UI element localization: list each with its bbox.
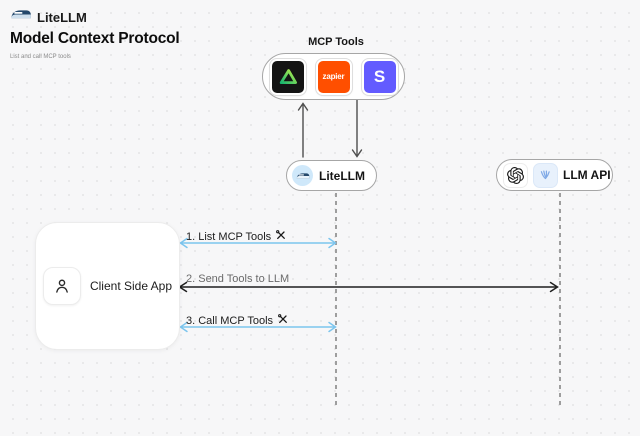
litellm-circle-icon: [292, 165, 313, 186]
message-send-tools-to-llm: 2. Send Tools to LLM: [186, 273, 289, 285]
zapier-wordmark: zapier: [322, 72, 345, 81]
green-triangle-icon: [269, 58, 306, 95]
openai-icon: [503, 162, 528, 188]
message-2-label: 2. Send Tools to LLM: [186, 273, 290, 285]
litellm-train-icon: [10, 7, 32, 27]
tools-icon: [277, 313, 289, 328]
stripe-icon: S: [361, 58, 398, 95]
mcp-tools-label: MCP Tools: [308, 36, 364, 48]
brand-label: LiteLLM: [37, 9, 87, 25]
llm-api-node: LLM API: [496, 159, 613, 191]
message-1-label: 1. List MCP Tools: [186, 230, 272, 243]
message-list-mcp-tools: 1. List MCP Tools: [186, 229, 287, 244]
mcp-tools-pill: zapier S: [262, 53, 405, 100]
client-side-app-label: Client Side App: [89, 279, 173, 293]
stripe-letter: S: [373, 67, 386, 86]
person-icon: [42, 267, 81, 305]
llm-api-node-label: LLM API: [563, 168, 611, 182]
tools-icon: [275, 229, 287, 244]
blue-llm-provider-icon: [533, 162, 558, 188]
page-title: Model Context Protocol: [10, 30, 180, 47]
litellm-node: LiteLLM: [286, 160, 377, 191]
message-3-label: 3. Call MCP Tools: [186, 314, 274, 327]
brand: LiteLLM: [10, 7, 87, 27]
zapier-icon: zapier: [315, 58, 352, 95]
client-side-app-card: Client Side App: [35, 222, 180, 350]
litellm-node-label: LiteLLM: [319, 168, 365, 183]
message-call-mcp-tools: 3. Call MCP Tools: [186, 313, 289, 328]
page-subtitle: List and call MCP tools: [10, 54, 71, 60]
